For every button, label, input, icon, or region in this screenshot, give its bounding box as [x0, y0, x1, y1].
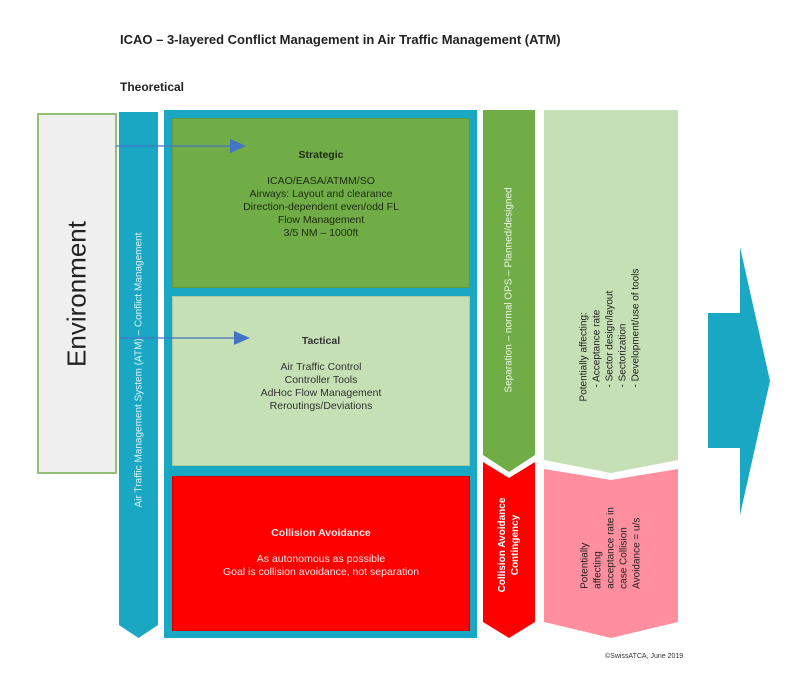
layer-line: Reroutings/Deviations — [269, 400, 373, 412]
diagram-title: ICAO – 3-layered Conflict Management in … — [120, 32, 561, 47]
separation-chevron — [483, 110, 535, 472]
pink-note-line: Potentially — [579, 542, 591, 589]
layer-title: Strategic — [298, 149, 344, 161]
pink-note-line: acceptance rate in — [605, 507, 617, 589]
layer-line: ICAO/EASA/ATMM/SO — [267, 175, 375, 187]
affecting-item: Sector design/layout — [604, 269, 617, 388]
arrow-to-strategic — [116, 139, 246, 153]
layer-line: 3/5 NM – 1000ft — [283, 227, 359, 239]
affecting-item: Development/use of tools — [630, 269, 643, 388]
layer-strategic: Strategic ICAO/EASA/ATMM/SO Airways: Lay… — [172, 118, 470, 288]
collision-contingency-line: Contingency — [510, 514, 521, 576]
layer-line: As autonomous as possible — [256, 553, 386, 565]
layer-line: Controller Tools — [284, 374, 358, 386]
right-arrow — [708, 247, 770, 515]
pink-panel — [544, 469, 678, 638]
affecting-item: Acceptance rate — [591, 269, 604, 388]
layer-line: Airways: Layout and clearance — [249, 188, 393, 200]
layer-collision-avoidance: Collision Avoidance As autonomous as pos… — [172, 476, 470, 631]
layer-line: AdHoc Flow Management — [260, 387, 382, 399]
atm-system-chevron — [119, 112, 158, 638]
pink-note-line: Avoidance = u/s — [631, 517, 643, 589]
layer-title: Collision Avoidance — [271, 527, 371, 539]
pink-note: Potentially affecting acceptance rate in… — [579, 507, 644, 589]
arrow-to-tactical — [120, 331, 250, 345]
collision-contingency-chevron — [483, 462, 535, 638]
pink-note-line: affecting — [592, 551, 604, 589]
environment-box: Environment — [37, 113, 117, 474]
layer-title: Tactical — [301, 335, 341, 347]
copyright-notice: ©SwissATCA, June 2019 — [605, 653, 684, 660]
affecting-heading: Potentially affecting: — [578, 312, 590, 402]
separation-label: Separation – normal OPS – Planned/design… — [503, 187, 515, 393]
layer-line: Goal is collision avoidance, not separat… — [222, 566, 420, 578]
subtitle-theoretical: Theoretical — [120, 80, 185, 94]
layer-line: Air Traffic Control — [280, 361, 362, 373]
affecting-item: Sectorization — [617, 269, 630, 388]
layer-line: Direction-dependent even/odd FL — [243, 201, 399, 213]
affecting-list: Potentially affecting: Acceptance rate S… — [578, 269, 643, 402]
layer-tactical: Tactical Air Traffic Control Controller … — [172, 296, 470, 466]
layer-line: Flow Management — [277, 214, 365, 226]
pink-note-line: case Collision — [618, 527, 630, 589]
collision-contingency-line: Collision Avoidance — [497, 497, 508, 593]
collision-contingency-label: Collision Avoidance Contingency — [496, 498, 522, 593]
